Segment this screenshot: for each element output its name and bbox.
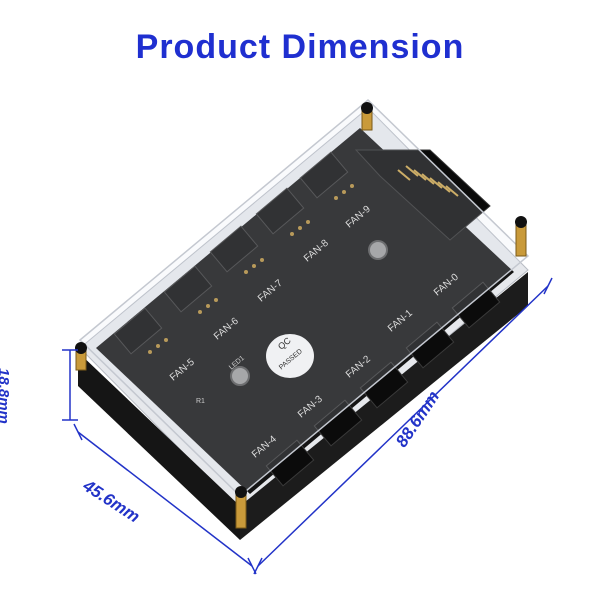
- dimension-lines: [62, 277, 553, 575]
- header-pins: [148, 184, 354, 354]
- pcb-board: [96, 128, 514, 494]
- hub-side-body: [78, 352, 240, 540]
- fan-headers-right: [265, 281, 501, 487]
- component-label-r1: R1: [196, 398, 205, 405]
- standoff-screws: [75, 102, 527, 498]
- sata-pins: [397, 165, 459, 197]
- qc-sticker: [266, 334, 314, 378]
- acrylic-top-plate: [78, 98, 530, 498]
- height-dimension-label: 18.8mm: [0, 368, 12, 424]
- hub-front-body: [240, 272, 528, 540]
- screw-top: [368, 240, 388, 260]
- page-title: Product Dimension: [135, 28, 465, 66]
- sata-connector: [354, 149, 491, 241]
- screw-center: [230, 366, 250, 386]
- fan-headers-left: [113, 151, 349, 355]
